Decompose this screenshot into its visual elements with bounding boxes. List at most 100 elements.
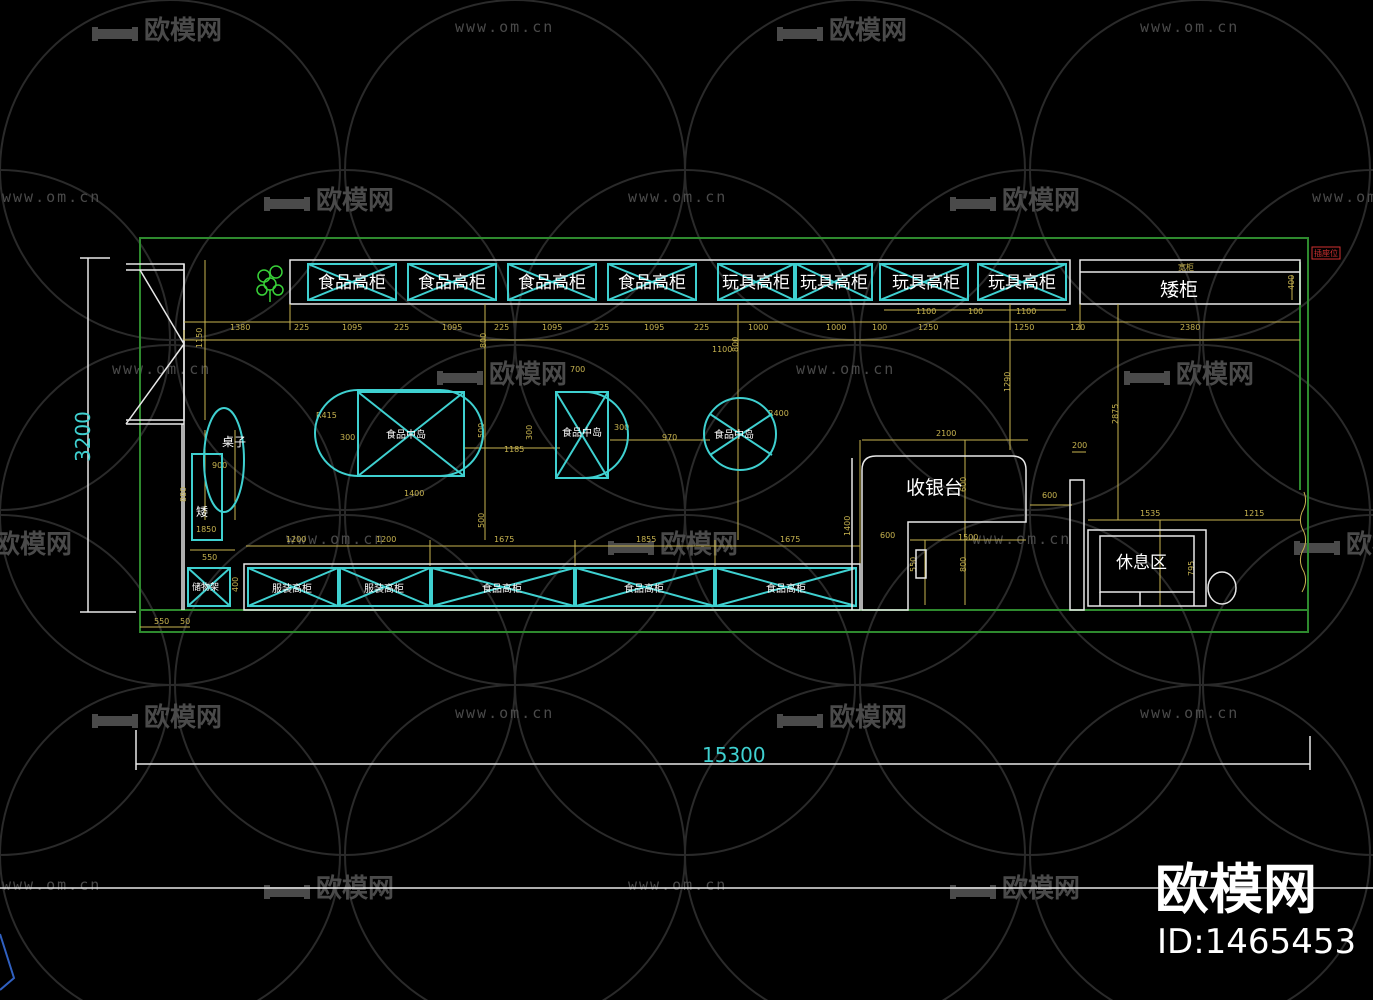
svg-text:1185: 1185 <box>504 445 524 454</box>
low-cabinet-label: 矮柜 <box>1160 279 1198 301</box>
svg-text:1095: 1095 <box>342 323 362 332</box>
entrance-walls <box>125 263 185 610</box>
watermark-logo: 欧模网 <box>90 697 222 734</box>
watermark-url: www.om.cn <box>1140 704 1240 722</box>
svg-text:970: 970 <box>662 433 677 442</box>
sofa-icon <box>92 713 138 728</box>
sofa-icon <box>92 26 138 41</box>
svg-text:600: 600 <box>1042 491 1057 500</box>
svg-text:500: 500 <box>477 513 486 528</box>
top-cabinet-row <box>289 259 1301 305</box>
svg-text:1535: 1535 <box>1140 509 1160 518</box>
svg-text:880: 880 <box>179 487 188 502</box>
svg-text:1855: 1855 <box>636 535 656 544</box>
rest-area-sofa <box>1087 529 1237 607</box>
watermark-url: www.om.cn <box>2 188 102 206</box>
svg-text:550: 550 <box>909 557 918 572</box>
svg-text:700: 700 <box>570 365 585 374</box>
svg-text:300: 300 <box>340 433 355 442</box>
svg-text:2380: 2380 <box>1180 323 1200 332</box>
socket-tag-label: 插座位 <box>1314 248 1338 258</box>
ucs-icon <box>0 933 16 991</box>
svg-text:225: 225 <box>494 323 509 332</box>
food-island-3 <box>703 397 777 471</box>
svg-text:550: 550 <box>202 553 217 562</box>
svg-text:R400: R400 <box>768 409 789 418</box>
svg-text:120: 120 <box>1070 323 1085 332</box>
watermark-url: www.om.cn <box>796 360 896 378</box>
watermark-logo: 欧模网 <box>775 10 907 47</box>
svg-text:1100: 1100 <box>916 307 936 316</box>
rest-area-label: 休息区 <box>1116 553 1167 573</box>
svg-text:1675: 1675 <box>494 535 514 544</box>
low-label: 矮 <box>196 505 208 519</box>
watermark-url: www.om.cn <box>972 530 1072 548</box>
top-dimension-chain <box>183 304 1300 341</box>
food-island-1 <box>314 389 484 477</box>
svg-text:1095: 1095 <box>644 323 664 332</box>
food-island-2 <box>555 391 629 479</box>
sofa-icon <box>1124 370 1170 385</box>
svg-text:1100: 1100 <box>712 345 732 354</box>
bottom-cabinet-label: 食品高柜 <box>624 582 664 595</box>
top-cabinet-inner <box>307 263 1067 301</box>
svg-text:225: 225 <box>694 323 709 332</box>
top-cabinet-labels: 食品高柜 食品高柜 食品高柜 食品高柜 玩具高柜 玩具高柜 玩具高柜 玩具高柜 … <box>318 273 1198 301</box>
svg-text:550: 550 <box>154 617 169 626</box>
svg-text:225: 225 <box>394 323 409 332</box>
small-box-label: 储物架 <box>192 581 219 593</box>
bottom-cabinet-label: 服装高柜 <box>272 582 312 595</box>
watermark-logo: 欧模网 <box>948 180 1080 217</box>
svg-text:400: 400 <box>1287 275 1296 290</box>
bottom-cabinet-row <box>243 563 861 611</box>
watermark-logo: 欧模网 <box>1122 354 1254 391</box>
watermark-url: www.om.cn <box>628 876 728 894</box>
svg-text:225: 225 <box>594 323 609 332</box>
svg-text:1500: 1500 <box>958 533 978 542</box>
svg-text:100: 100 <box>968 307 983 316</box>
svg-text:1675: 1675 <box>780 535 800 544</box>
overall-dimension-lines <box>0 257 1373 889</box>
svg-text:1250: 1250 <box>1014 323 1034 332</box>
svg-text:225: 225 <box>294 323 309 332</box>
food-cabinet-label: 食品高柜 <box>618 273 686 293</box>
watermark-url: www.om.cn <box>455 704 555 722</box>
toy-cabinet-label: 玩具高柜 <box>722 273 790 293</box>
svg-text:1380: 1380 <box>230 323 250 332</box>
bottom-cabinet-label: 食品高柜 <box>482 582 522 595</box>
svg-text:1200: 1200 <box>376 535 396 544</box>
sofa-icon <box>777 26 823 41</box>
svg-text:R415: R415 <box>316 411 337 420</box>
cashier-counter <box>851 455 1085 611</box>
svg-text:300: 300 <box>525 425 534 440</box>
svg-text:1400: 1400 <box>404 489 424 498</box>
svg-text:800: 800 <box>731 337 740 352</box>
table-oval <box>187 407 245 607</box>
bottom-cabinet-inner <box>247 567 857 607</box>
socket-tag <box>1311 246 1341 260</box>
watermark-logo: 欧模网 <box>90 10 222 47</box>
svg-text:200: 200 <box>1072 441 1087 450</box>
svg-text:1000: 1000 <box>826 323 846 332</box>
svg-text:300: 300 <box>614 423 629 432</box>
watermark-url: www.om.cn <box>286 530 386 548</box>
svg-text:600: 600 <box>880 531 895 540</box>
watermark-url: www.om.cn <box>2 876 102 894</box>
bottom-cabinet-label: 服装高柜 <box>364 582 404 595</box>
watermark-url: www.om.cn <box>628 188 728 206</box>
svg-text:800: 800 <box>479 333 488 348</box>
overall-height-label: 3200 <box>71 411 95 462</box>
sofa-icon <box>777 713 823 728</box>
svg-text:1200: 1200 <box>286 535 306 544</box>
island-3-label: 食品中岛 <box>714 428 754 441</box>
sofa-icon <box>264 196 310 211</box>
low-cabinet-small-label: 宽柜 <box>1178 262 1194 272</box>
food-cabinet-label: 食品高柜 <box>418 273 486 293</box>
watermark-url: www.om.cn <box>1312 188 1373 206</box>
svg-text:1150: 1150 <box>195 328 204 348</box>
table-label: 桌子 <box>222 435 246 449</box>
brand-id: ID:1465453 <box>1157 922 1357 962</box>
